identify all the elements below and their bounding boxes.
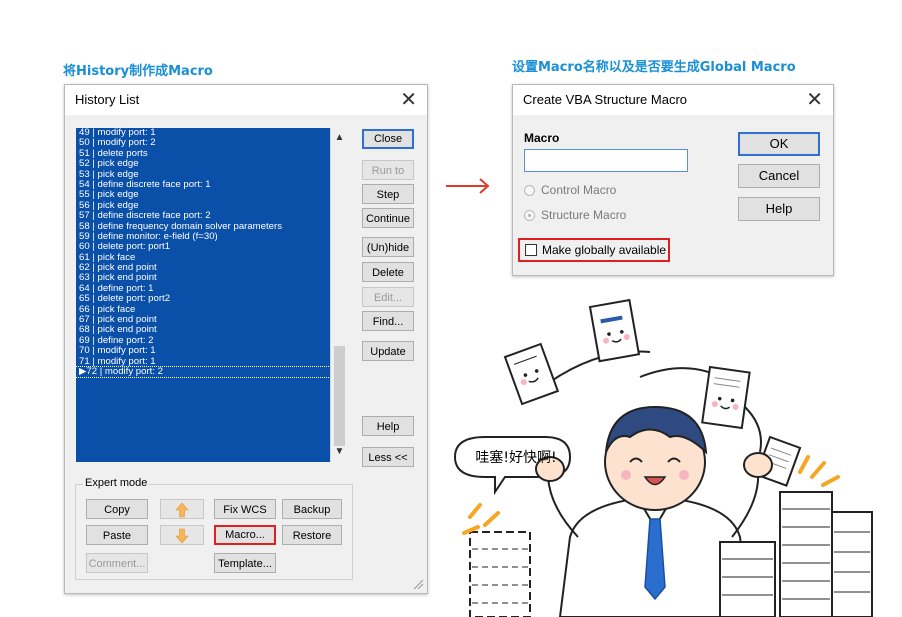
history-scrollbar[interactable]: ▲ ▼ [330,128,348,462]
macro-dialog-titlebar: Create VBA Structure Macro ✕ [513,85,833,115]
red-arrow-icon [446,178,490,194]
update-button[interactable]: Update [362,341,414,361]
ok-button[interactable]: OK [738,132,820,156]
history-line[interactable]: 54 | define discrete face port: 1 [79,178,211,190]
history-dialog-title: History List [75,92,140,107]
scroll-down-icon[interactable]: ▼ [334,446,345,457]
right-caption: 设置Macro名称以及是否要生成Global Macro [512,60,796,75]
paper-stack-right [719,491,873,617]
make-global-label: Make globally available [542,243,667,257]
arrow-up-icon [175,502,189,518]
history-line[interactable]: 52 | pick edge [79,158,139,170]
history-line[interactable]: 59 | define monitor: e-field (f=30) [79,230,218,242]
history-line[interactable]: 64 | define port: 1 [79,282,154,294]
control-macro-radio[interactable] [524,185,535,196]
scroll-up-icon[interactable]: ▲ [334,132,345,143]
history-line[interactable]: 55 | pick edge [79,189,139,201]
move-down-button[interactable] [160,525,204,545]
history-line[interactable]: 56 | pick edge [79,199,139,211]
history-line[interactable]: 67 | pick end point [79,314,157,326]
restore-button[interactable]: Restore [282,525,342,545]
run-to-button[interactable]: Run to [362,160,414,180]
history-line[interactable]: 61 | pick face [79,251,136,263]
close-icon[interactable]: ✕ [806,87,823,111]
history-line[interactable]: 65 | delete port: port2 [79,293,171,305]
expert-mode-label: Expert mode [83,477,150,489]
delete-button[interactable]: Delete [362,262,414,282]
unhide-button[interactable]: (Un)hide [362,237,414,257]
scroll-thumb[interactable] [334,346,345,446]
speech-bubble-text: 哇塞!好快啊! [475,450,557,466]
move-up-button[interactable] [160,499,204,519]
make-global-checkbox[interactable] [525,244,537,256]
history-line[interactable]: 62 | pick end point [79,262,157,274]
close-button[interactable]: Close [362,129,414,149]
history-line[interactable]: ▶72 | modify port: 2 [76,365,330,379]
history-line[interactable]: 63 | pick end point [79,272,157,284]
help-button[interactable]: Help [738,197,820,221]
history-line[interactable]: 70 | modify port: 1 [79,345,156,357]
copy-button[interactable]: Copy [86,499,148,519]
happy-worker-illustration [453,298,873,617]
macro-dialog-title: Create VBA Structure Macro [523,92,688,107]
history-line[interactable]: 58 | define frequency domain solver para… [79,220,283,232]
step-button[interactable]: Step [362,184,414,204]
paper-stack-left [469,531,531,617]
history-line[interactable]: 69 | define port: 2 [79,334,154,346]
close-icon[interactable]: ✕ [400,87,417,111]
expert-mode-group [75,484,353,580]
make-global-highlight [518,238,670,262]
macro-name-label: Macro [524,131,560,145]
macro-button[interactable]: Macro... [214,525,276,545]
help-button[interactable]: Help [362,416,414,436]
backup-button[interactable]: Backup [282,499,342,519]
cancel-button[interactable]: Cancel [738,164,820,188]
history-line[interactable]: 51 | delete ports [79,147,148,159]
arrow-down-icon [175,528,189,544]
history-line[interactable]: 60 | delete port: port1 [79,241,171,253]
history-dialog-titlebar: History List ✕ [65,85,427,115]
structure-macro-radio[interactable] [524,210,535,221]
continue-button[interactable]: Continue [362,208,414,228]
structure-macro-label: Structure Macro [541,208,627,222]
template-button[interactable]: Template... [214,553,276,573]
less-button[interactable]: Less << [362,447,414,467]
control-macro-label: Control Macro [541,183,617,197]
edit-button[interactable]: Edit... [362,287,414,307]
left-caption: 将History制作成Macro [63,64,213,79]
history-line[interactable]: 53 | pick edge [79,168,139,180]
macro-name-input[interactable] [524,149,688,172]
resize-grip-icon[interactable] [412,578,424,590]
history-line[interactable]: 57 | define discrete face port: 2 [79,210,211,222]
history-line[interactable]: 68 | pick end point [79,324,157,336]
history-line[interactable]: 66 | pick face [79,303,136,315]
fix-wcs-button[interactable]: Fix WCS [214,499,276,519]
find-button[interactable]: Find... [362,311,414,331]
history-line[interactable]: 50 | modify port: 2 [79,137,156,149]
history-line[interactable]: 71 | modify port: 1 [79,355,156,367]
paste-button[interactable]: Paste [86,525,148,545]
history-line[interactable]: 49 | modify port: 1 [79,128,156,138]
comment-button[interactable]: Comment... [86,553,148,573]
